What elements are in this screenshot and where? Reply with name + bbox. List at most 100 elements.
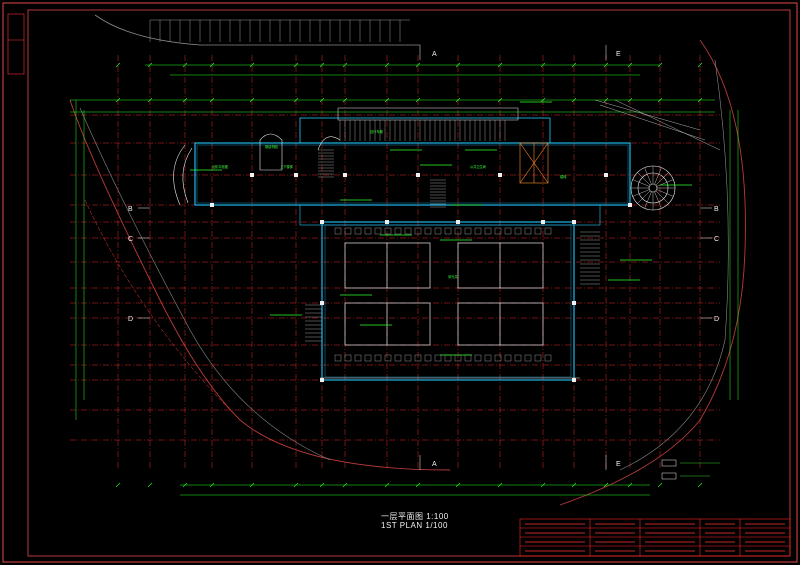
spiral-tread — [637, 190, 651, 204]
seat — [544, 227, 552, 235]
seat — [424, 354, 432, 362]
column — [456, 220, 460, 224]
dimension-tick — [147, 62, 153, 68]
axis-label-right-b: B — [714, 206, 719, 213]
drawing-title-chinese: 一层平面图 1:100 — [381, 512, 449, 521]
seat — [354, 227, 362, 235]
axis-bubble-bottom-e: E — [605, 455, 621, 470]
column — [320, 301, 324, 305]
structural-grid-vertical — [117, 55, 701, 470]
dimension-tick — [209, 62, 215, 68]
axis-label-left-c: C — [128, 236, 133, 243]
dimension-tick — [627, 62, 633, 68]
seat — [534, 354, 542, 362]
room-label: 公共卫生间 — [470, 164, 486, 169]
spiral-tread — [656, 179, 674, 187]
dimension-tick — [415, 97, 421, 103]
dimension-tick — [455, 97, 461, 103]
dimension-tick — [540, 62, 546, 68]
room-label: 楼梯 — [560, 174, 567, 179]
dimension-tick — [293, 62, 299, 68]
structural-detail-orange — [519, 142, 549, 184]
dimension-tick — [342, 482, 348, 488]
column — [250, 173, 254, 177]
room-label: 自行车棚 — [370, 129, 383, 134]
dimension-tick — [497, 62, 503, 68]
dimension-tick — [209, 482, 215, 488]
seat — [444, 227, 452, 235]
room-label: 钢结构图 — [265, 144, 278, 149]
sheet-inner-border — [27, 9, 791, 557]
seat — [494, 227, 502, 235]
seat — [404, 354, 412, 362]
curved-stair-left — [173, 133, 341, 206]
seat — [344, 354, 352, 362]
room-label: 台阶平面图 — [212, 164, 228, 169]
column — [498, 173, 502, 177]
seat — [364, 227, 372, 235]
dimension-tick — [319, 62, 325, 68]
sports-courts — [344, 242, 544, 346]
spiral-tread — [632, 179, 650, 187]
dimension-tick — [147, 97, 153, 103]
axis-label-right-c: C — [714, 236, 719, 243]
dimension-tick — [209, 97, 215, 103]
seat — [504, 227, 512, 235]
room-label: 采光井 — [448, 274, 458, 279]
axis-label-right-d: D — [714, 316, 719, 323]
dimension-tick — [319, 482, 325, 488]
column — [628, 203, 632, 207]
dimension-tick — [455, 482, 461, 488]
seat — [384, 354, 392, 362]
seat — [434, 227, 442, 235]
site-road-curve-top — [94, 14, 420, 46]
dimension-tick — [603, 482, 609, 488]
spiral-tread — [644, 167, 652, 185]
dimension-tick — [455, 62, 461, 68]
dimension-tick — [182, 482, 188, 488]
dimension-lines-right — [729, 110, 739, 400]
title-block-text — [525, 523, 785, 552]
stair-hatch-north — [318, 120, 506, 208]
axis-label-top-e: E — [616, 51, 621, 58]
column — [416, 173, 420, 177]
dimension-tick — [697, 482, 703, 488]
seat — [374, 354, 382, 362]
seat — [384, 227, 392, 235]
column — [541, 220, 545, 224]
axis-bubble-bottom-a: A — [419, 455, 437, 470]
parking-stalls-top — [149, 19, 410, 42]
column — [572, 220, 576, 224]
drawing-title-english: 1ST PLAN 1/100 — [381, 521, 448, 530]
axis-bubble-top-a: A — [419, 45, 437, 60]
dimension-tick — [571, 482, 577, 488]
dimension-tick — [497, 482, 503, 488]
seat — [524, 227, 532, 235]
seat — [424, 227, 432, 235]
seat — [334, 227, 342, 235]
dimension-tick — [571, 62, 577, 68]
dimension-tick — [319, 97, 325, 103]
spiral-tread — [654, 191, 662, 209]
seat — [444, 354, 452, 362]
dimension-tick — [497, 97, 503, 103]
site-road-curve-right — [559, 39, 746, 506]
dimension-tick — [540, 482, 546, 488]
axis-label-left-b: B — [128, 206, 133, 213]
seat — [524, 354, 532, 362]
dimension-tick — [415, 482, 421, 488]
dimension-tick — [342, 62, 348, 68]
axis-bubble-top-e: E — [605, 45, 621, 60]
dimension-tick — [115, 97, 121, 103]
dimension-tick — [293, 97, 299, 103]
spiral-tread — [654, 167, 662, 185]
spiral-tread — [655, 190, 669, 204]
dimension-tick — [384, 97, 390, 103]
dimension-tick — [293, 482, 299, 488]
spiral-tread — [637, 172, 651, 186]
legend — [661, 459, 720, 480]
seat — [414, 354, 422, 362]
column — [385, 220, 389, 224]
seat — [494, 354, 502, 362]
dimension-tick — [657, 62, 663, 68]
